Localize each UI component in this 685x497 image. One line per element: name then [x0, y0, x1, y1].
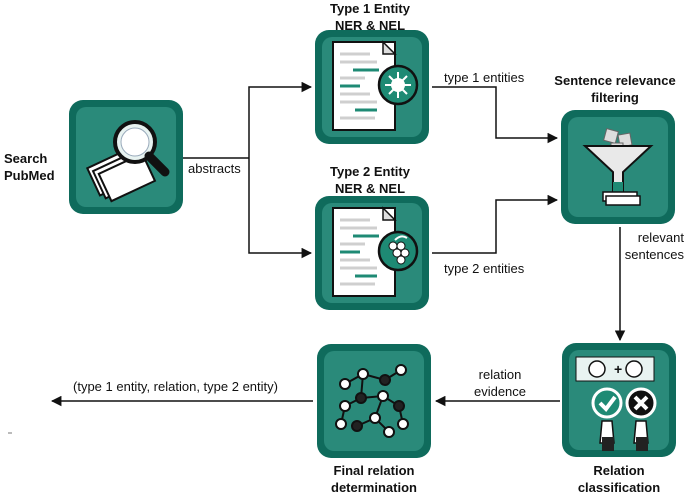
- arrow-to-type1: [248, 81, 313, 158]
- type1-entities-label: type 1 entities: [444, 70, 525, 85]
- classification-check-cross-icon: +: [575, 356, 657, 451]
- network-graph-icon: [335, 364, 409, 438]
- document-hops-icon: [332, 206, 419, 297]
- type2-ner-nel-tile: [315, 196, 429, 310]
- relevant-sentences-label: relevant sentences: [624, 230, 684, 262]
- search-pubmed-tile: [69, 100, 183, 214]
- funnel-icon: [582, 128, 654, 206]
- search-pubmed-label: Search PubMed: [4, 151, 55, 183]
- type1-title: Type 1 Entity NER & NEL: [330, 1, 410, 33]
- relation-classification-tile: +: [562, 343, 676, 457]
- svg-text:+: +: [614, 361, 622, 377]
- final-relation-tile: [317, 344, 431, 458]
- type1-ner-nel-tile: [315, 30, 429, 144]
- type2-entities-label: type 2 entities: [444, 261, 525, 276]
- search-documents-icon: [85, 120, 170, 203]
- sentence-filter-title: Sentence relevance filtering: [554, 73, 676, 105]
- document-virus-icon: [332, 40, 419, 131]
- relation-evidence-label: relation evidence: [473, 367, 527, 399]
- arrow-type2-to-filter: [432, 194, 559, 254]
- relation-classification-label: Relation classification: [577, 463, 661, 495]
- final-relation-label: Final relation determination: [331, 463, 417, 495]
- abstracts-label: abstracts: [188, 161, 241, 176]
- type2-title: Type 2 Entity NER & NEL: [330, 164, 410, 196]
- sentence-filter-tile: [561, 110, 675, 224]
- arrow-to-type2: [248, 158, 313, 259]
- output-triple-label: (type 1 entity, relation, type 2 entity): [73, 379, 278, 394]
- arrow-type1-to-filter: [432, 86, 559, 144]
